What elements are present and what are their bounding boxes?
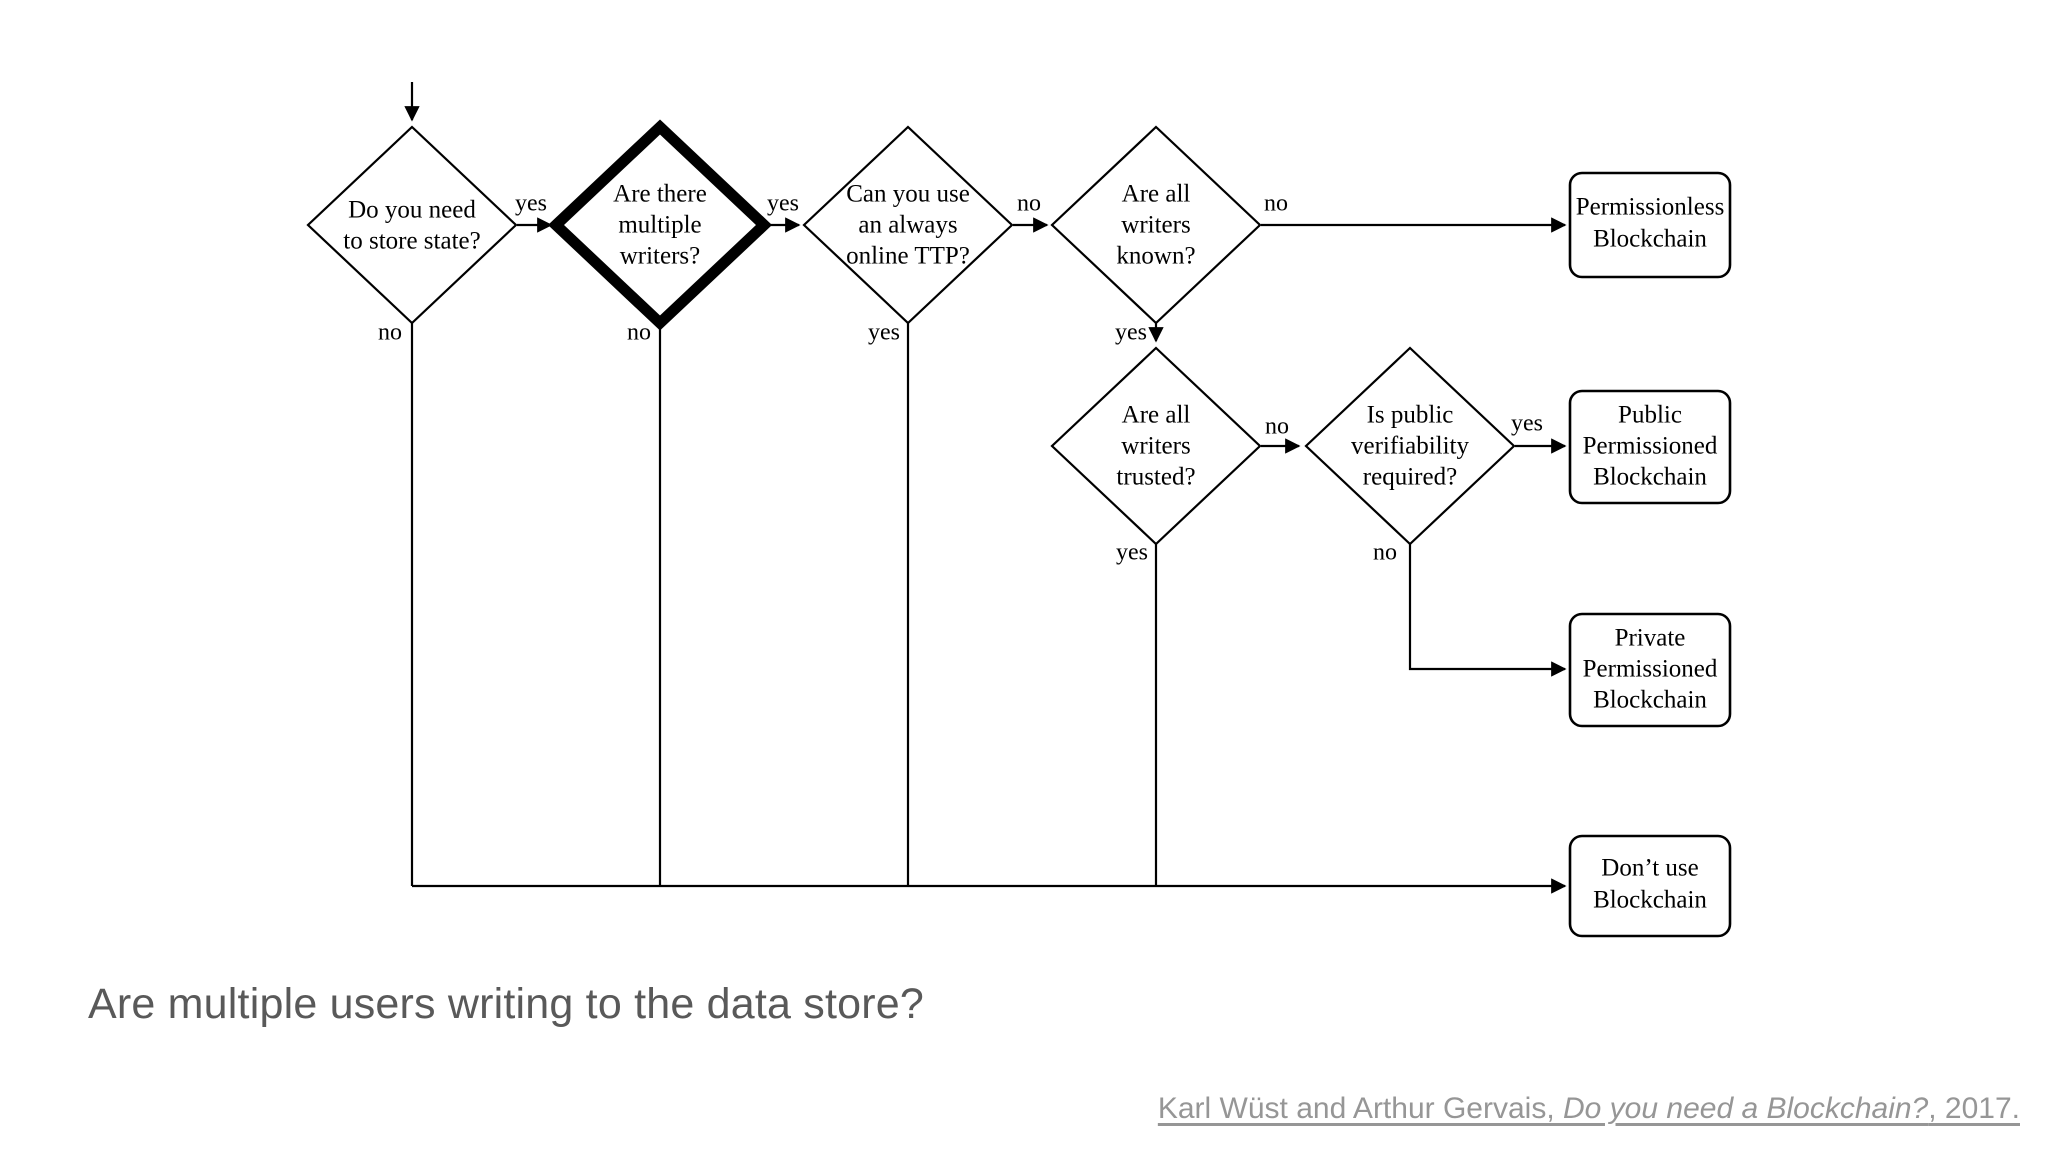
result-private-perm-line1: Private bbox=[1615, 625, 1686, 652]
edge-label-multi-writers-yes: yes bbox=[767, 191, 799, 217]
result-private-perm-line3: Blockchain bbox=[1593, 687, 1707, 714]
decision-multiple-writers-line2: multiple bbox=[618, 212, 701, 239]
decision-online-ttp-line1: Can you use bbox=[846, 181, 970, 208]
decision-writers-known-line1: Are all bbox=[1122, 181, 1191, 208]
decision-writers-trusted-line3: trusted? bbox=[1116, 464, 1195, 491]
result-public-perm-line3: Blockchain bbox=[1593, 464, 1707, 491]
label-store-state: Do you need to store state? bbox=[343, 197, 480, 255]
result-public-perm-line2: Permissioned bbox=[1583, 433, 1718, 460]
decision-online-ttp-line2: an always bbox=[858, 212, 957, 239]
decision-online-ttp-line3: online TTP? bbox=[846, 243, 970, 270]
decision-writers-known-line3: known? bbox=[1116, 243, 1195, 270]
result-permissionless-blockchain[interactable] bbox=[1568, 171, 1732, 279]
result-permissionless-line2: Blockchain bbox=[1593, 226, 1707, 253]
decision-public-verifiability[interactable] bbox=[1304, 346, 1516, 546]
label-permissionless-blockchain: Permissionless Blockchain bbox=[1576, 194, 1725, 253]
result-permissionless-line1: Permissionless bbox=[1576, 194, 1725, 221]
result-private-perm-line2: Permissioned bbox=[1583, 656, 1718, 683]
result-public-permissioned-blockchain[interactable] bbox=[1568, 389, 1732, 505]
edge-label-store-state-no: no bbox=[378, 320, 402, 346]
label-multiple-writers: Are there multiple writers? bbox=[613, 181, 707, 270]
decision-public-verifiability-line1: Is public bbox=[1367, 402, 1454, 429]
decision-store-state-line1: Do you need bbox=[348, 197, 476, 224]
result-dont-use-line1: Don’t use bbox=[1601, 855, 1698, 882]
edge-label-multi-writers-no: no bbox=[627, 320, 651, 346]
decision-multiple-writers[interactable] bbox=[547, 119, 773, 331]
label-dont-use-blockchain: Don’t use Blockchain bbox=[1593, 855, 1707, 914]
citation-authors: Karl Wüst and Arthur Gervais, bbox=[1157, 1092, 1563, 1125]
edge-label-online-ttp-no: no bbox=[1017, 191, 1041, 217]
label-writers-trusted: Are all writers trusted? bbox=[1116, 402, 1195, 491]
edge-label-writers-trusted-no: no bbox=[1265, 414, 1289, 440]
decision-store-state[interactable] bbox=[306, 125, 518, 325]
decision-writers-trusted-line1: Are all bbox=[1122, 402, 1191, 429]
decision-writers-trusted[interactable] bbox=[1050, 346, 1262, 546]
decision-public-verifiability-line2: verifiability bbox=[1351, 433, 1470, 460]
result-private-permissioned-blockchain[interactable] bbox=[1568, 612, 1732, 728]
edge-public-verif-no bbox=[1408, 544, 1567, 677]
flowchart-diagram: Do you need to store state? Are there mu… bbox=[306, 82, 1732, 938]
edge-label-store-state-yes: yes bbox=[515, 191, 547, 217]
decision-store-state-line2: to store state? bbox=[343, 228, 480, 255]
decision-public-verifiability-line3: required? bbox=[1363, 464, 1457, 491]
decision-multiple-writers-line3: writers? bbox=[620, 243, 701, 270]
label-public-permissioned-blockchain: Public Permissioned Blockchain bbox=[1583, 402, 1718, 491]
edge-label-writers-trusted-yes: yes bbox=[1116, 540, 1148, 566]
edge-label-online-ttp-yes: yes bbox=[868, 320, 900, 346]
slide-caption: Are multiple users writing to the data s… bbox=[88, 980, 924, 1028]
label-online-ttp: Can you use an always online TTP? bbox=[846, 181, 970, 270]
decision-writers-known-line2: writers bbox=[1121, 212, 1190, 239]
citation-title: Do you need a Blockchain? bbox=[1563, 1092, 1929, 1125]
result-public-perm-line1: Public bbox=[1618, 402, 1682, 429]
label-public-verifiability: Is public verifiability required? bbox=[1351, 402, 1470, 491]
decision-writers-known[interactable] bbox=[1050, 125, 1262, 325]
edge-label-writers-known-yes: yes bbox=[1115, 320, 1147, 346]
citation-year: , 2017. bbox=[1928, 1092, 2020, 1125]
decision-multiple-writers-line1: Are there bbox=[613, 181, 707, 208]
label-private-permissioned-blockchain: Private Permissioned Blockchain bbox=[1583, 625, 1718, 714]
edge-label-public-verif-yes: yes bbox=[1511, 411, 1543, 437]
decision-online-ttp[interactable] bbox=[802, 125, 1014, 325]
result-dont-use-blockchain[interactable] bbox=[1568, 834, 1732, 938]
source-citation-link[interactable]: Karl Wüst and Arthur Gervais, Do you nee… bbox=[1158, 1092, 2020, 1126]
result-dont-use-line2: Blockchain bbox=[1593, 887, 1707, 914]
label-writers-known: Are all writers known? bbox=[1116, 181, 1195, 270]
edge-label-writers-known-no: no bbox=[1264, 191, 1288, 217]
decision-writers-trusted-line2: writers bbox=[1121, 433, 1190, 460]
edge-label-public-verif-no: no bbox=[1373, 540, 1397, 566]
